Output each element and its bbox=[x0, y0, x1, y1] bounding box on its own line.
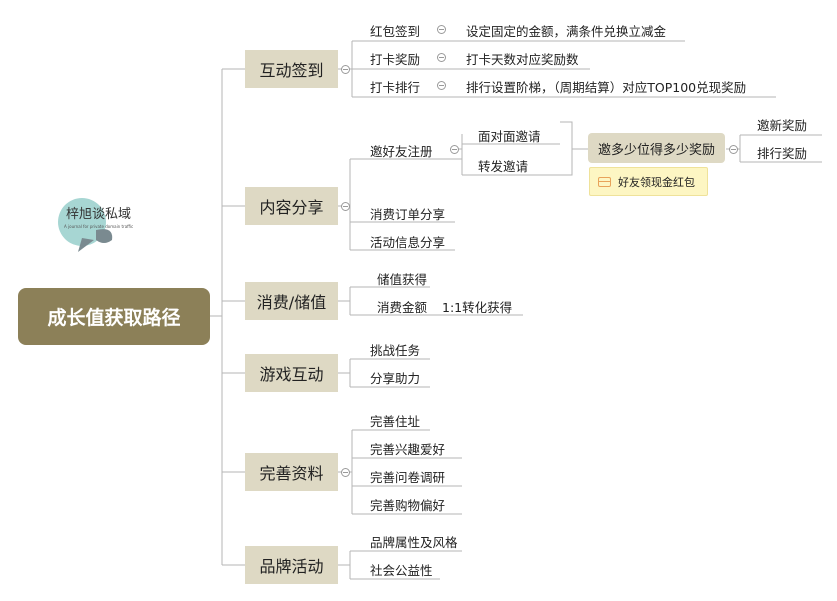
leaf-address[interactable]: 完善住址 bbox=[370, 414, 421, 429]
leaf-conversion[interactable]: 1:1转化获得 bbox=[442, 300, 513, 315]
branch-brand-activity[interactable]: 品牌活动 bbox=[245, 546, 338, 584]
branch-interaction[interactable]: 互动签到 bbox=[245, 50, 338, 88]
branch-content-share[interactable]: 内容分享 bbox=[245, 187, 338, 225]
leaf-challenge-task[interactable]: 挑战任务 bbox=[370, 343, 421, 358]
root-node[interactable]: 成长值获取路径 bbox=[18, 288, 210, 345]
leaf-public-welfare[interactable]: 社会公益性 bbox=[370, 563, 433, 578]
collapse-icon[interactable] bbox=[729, 145, 738, 154]
leaf-new-invite-reward[interactable]: 邀新奖励 bbox=[757, 118, 808, 133]
collapse-icon[interactable] bbox=[341, 468, 350, 477]
leaf-event-share[interactable]: 活动信息分享 bbox=[370, 235, 446, 250]
leaf-consume-amount[interactable]: 消费金额 bbox=[377, 300, 428, 315]
leaf-ranking-reward[interactable]: 排行奖励 bbox=[757, 146, 808, 161]
branch-complete-profile[interactable]: 完善资料 bbox=[245, 453, 338, 491]
leaf-interests[interactable]: 完善兴趣爱好 bbox=[370, 442, 446, 457]
collapse-icon[interactable] bbox=[437, 25, 446, 34]
brand-logo: 梓旭谈私域 A journal for private domain traff… bbox=[58, 198, 133, 252]
collapse-icon[interactable] bbox=[437, 81, 446, 90]
leaf-order-share[interactable]: 消费订单分享 bbox=[370, 207, 446, 222]
branch-game-interaction[interactable]: 游戏互动 bbox=[245, 354, 338, 392]
collapse-icon[interactable] bbox=[341, 65, 350, 74]
svg-text:A journal for private domain t: A journal for private domain traffic bbox=[64, 224, 133, 229]
collapse-icon[interactable] bbox=[341, 202, 350, 211]
note-icon bbox=[598, 176, 611, 187]
leaf-survey[interactable]: 完善问卷调研 bbox=[370, 470, 446, 485]
leaf-checkin-ranking-detail[interactable]: 排行设置阶梯，（周期结算）对应TOP100兑现奖励 bbox=[466, 80, 747, 95]
leaf-checkin-ranking[interactable]: 打卡排行 bbox=[370, 80, 421, 95]
leaf-shopping-preference[interactable]: 完善购物偏好 bbox=[370, 498, 446, 513]
leaf-checkin-reward-detail[interactable]: 打卡天数对应奖励数 bbox=[466, 52, 579, 67]
collapse-icon[interactable] bbox=[450, 145, 459, 154]
leaf-checkin-reward[interactable]: 打卡奖励 bbox=[370, 52, 421, 67]
branch-consume-deposit[interactable]: 消费/储值 bbox=[245, 282, 338, 320]
svg-text:梓旭谈私域: 梓旭谈私域 bbox=[66, 207, 131, 222]
leaf-brand-style[interactable]: 品牌属性及风格 bbox=[370, 535, 458, 550]
speech-bubble-icon bbox=[96, 229, 113, 243]
note-callout[interactable]: 好友领现金红包 bbox=[589, 167, 708, 196]
leaf-face-to-face-invite[interactable]: 面对面邀请 bbox=[478, 129, 541, 144]
collapse-icon[interactable] bbox=[437, 53, 446, 62]
note-text: 好友领现金红包 bbox=[618, 175, 695, 189]
reward-hub-node[interactable]: 邀多少位得多少奖励 bbox=[588, 133, 725, 163]
leaf-forward-invite[interactable]: 转发邀请 bbox=[478, 159, 529, 174]
leaf-invite-register[interactable]: 邀好友注册 bbox=[370, 144, 433, 159]
leaf-red-envelope-detail[interactable]: 设定固定的金额，满条件兑换立减金 bbox=[466, 24, 667, 39]
leaf-share-assist[interactable]: 分享助力 bbox=[370, 371, 421, 386]
leaf-deposit-gain[interactable]: 储值获得 bbox=[377, 272, 428, 287]
leaf-red-envelope-checkin[interactable]: 红包签到 bbox=[370, 24, 421, 39]
